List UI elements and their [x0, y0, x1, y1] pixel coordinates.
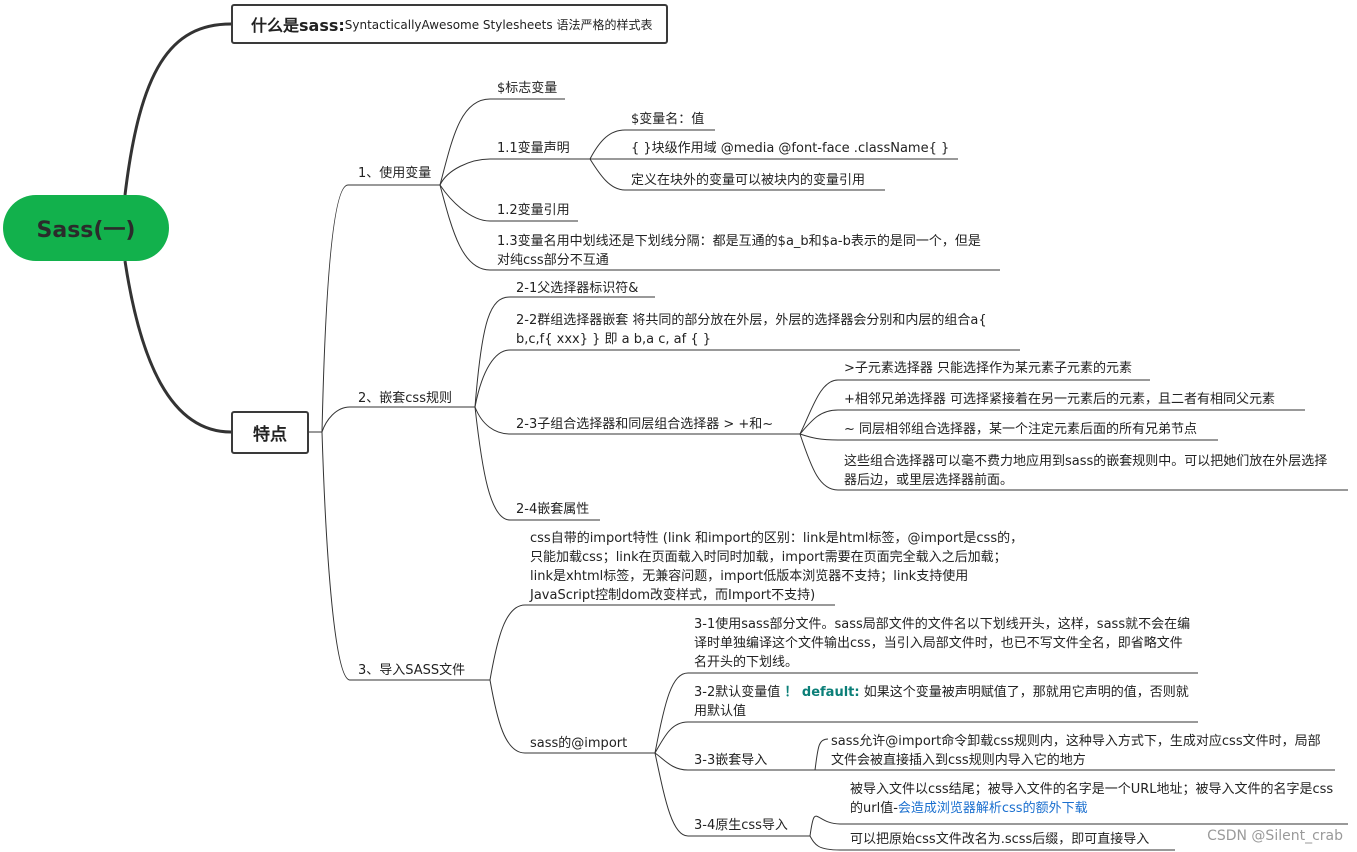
node-rename-scss: 可以把原始css文件改名为.scss后缀，即可直接导入: [850, 832, 1150, 847]
node-native-css-import: 3-4原生css导入: [694, 818, 788, 833]
node-group-selector: 2-2群组选择器嵌套 将共同的部分放在外层，外层的选择器会分别和内层的组合a{ …: [516, 313, 987, 347]
topic-what-is-sass: 什么是sass:SyntacticallyAwesome Stylesheets…: [231, 4, 668, 44]
node-general-sibling: ~ 同层相邻组合选择器，某一个注定元素后面的所有兄弟节点: [844, 422, 1198, 437]
node-var-name-value: $变量名：值: [631, 112, 705, 127]
node-combinator-note: 这些组合选择器可以毫不费力地应用到sass的嵌套规则中。可以把她们放在外层选择器…: [844, 454, 1328, 488]
node-native-import-rules: 被导入文件以css结尾；被导入文件的名字是一个URL地址；被导入文件的名字是cs…: [850, 780, 1345, 818]
watermark: CSDN @Silent_crab: [1207, 828, 1343, 844]
root-node: Sass(一): [3, 195, 169, 261]
features-label: 特点: [253, 425, 287, 445]
native-import-rules-text: 被导入文件以css结尾；被导入文件的名字是一个URL地址；被导入文件的名字是cs…: [850, 782, 1334, 816]
topic-main-label: 什么是sass:: [251, 16, 345, 35]
node-child-selector: >子元素选择器 只能选择作为某元素子元素的元素: [844, 361, 1133, 376]
node-nested-import: 3-3嵌套导入: [694, 753, 768, 768]
extra-download-link[interactable]: 会造成浏览器解析css的额外下载: [897, 801, 1088, 816]
node-dollar-variable: $标志变量: [497, 81, 558, 96]
default-value-prefix: 3-2默认变量值: [694, 685, 785, 700]
default-keyword: ！ default:: [784, 685, 860, 700]
node-partials: 3-1使用sass部分文件。sass局部文件的文件名以下划线开头，这样，sass…: [694, 617, 1191, 670]
node-default-value: 3-2默认变量值 ！ default: 如果这个变量被声明赋值了，那就用它声明的…: [694, 683, 1189, 721]
node-dash-underscore: 1.3变量名用中划线还是下划线分隔：都是互通的$a_b和$a-b表示的是同一个，…: [497, 234, 981, 268]
default-value-desc: 如果这个变量被声明赋值了，那就用它声明的值，否则就用默认值: [694, 685, 1189, 719]
node-parent-selector: 2-1父选择器标识符&: [516, 281, 639, 296]
node-nested-css-rules: 2、嵌套css规则: [358, 391, 452, 406]
node-outer-var-ref: 定义在块外的变量可以被块内的变量引用: [631, 173, 866, 188]
node-variable-declare: 1.1变量声明: [497, 141, 570, 156]
node-use-variables: 1、使用变量: [358, 166, 432, 181]
node-block-scope: { }块级作用域 @media @font-face .className{ }: [631, 141, 950, 156]
node-variable-ref: 1.2变量引用: [497, 203, 570, 218]
node-adjacent-sibling: +相邻兄弟选择器 可选择紧接着在另一元素后的元素，且二者有相同父元素: [844, 392, 1276, 407]
node-nested-properties: 2-4嵌套属性: [516, 502, 590, 517]
topic-sub-label: SyntacticallyAwesome Stylesheets 语法严格的样式…: [344, 17, 653, 32]
node-sass-import: sass的@import: [530, 736, 628, 751]
topic-features: 特点: [231, 411, 309, 454]
node-combinator-selector: 2-3子组合选择器和同层组合选择器 > +和~: [516, 417, 774, 432]
node-nested-import-desc: sass允许@import命令卸载css规则内，这种导入方式下，生成对应css文…: [831, 734, 1321, 768]
node-import-sass: 3、导入SASS文件: [358, 663, 466, 678]
node-css-import: css自带的import特性 (link 和import的区别：link是htm…: [530, 531, 1024, 603]
root-label: Sass(一): [36, 218, 136, 243]
